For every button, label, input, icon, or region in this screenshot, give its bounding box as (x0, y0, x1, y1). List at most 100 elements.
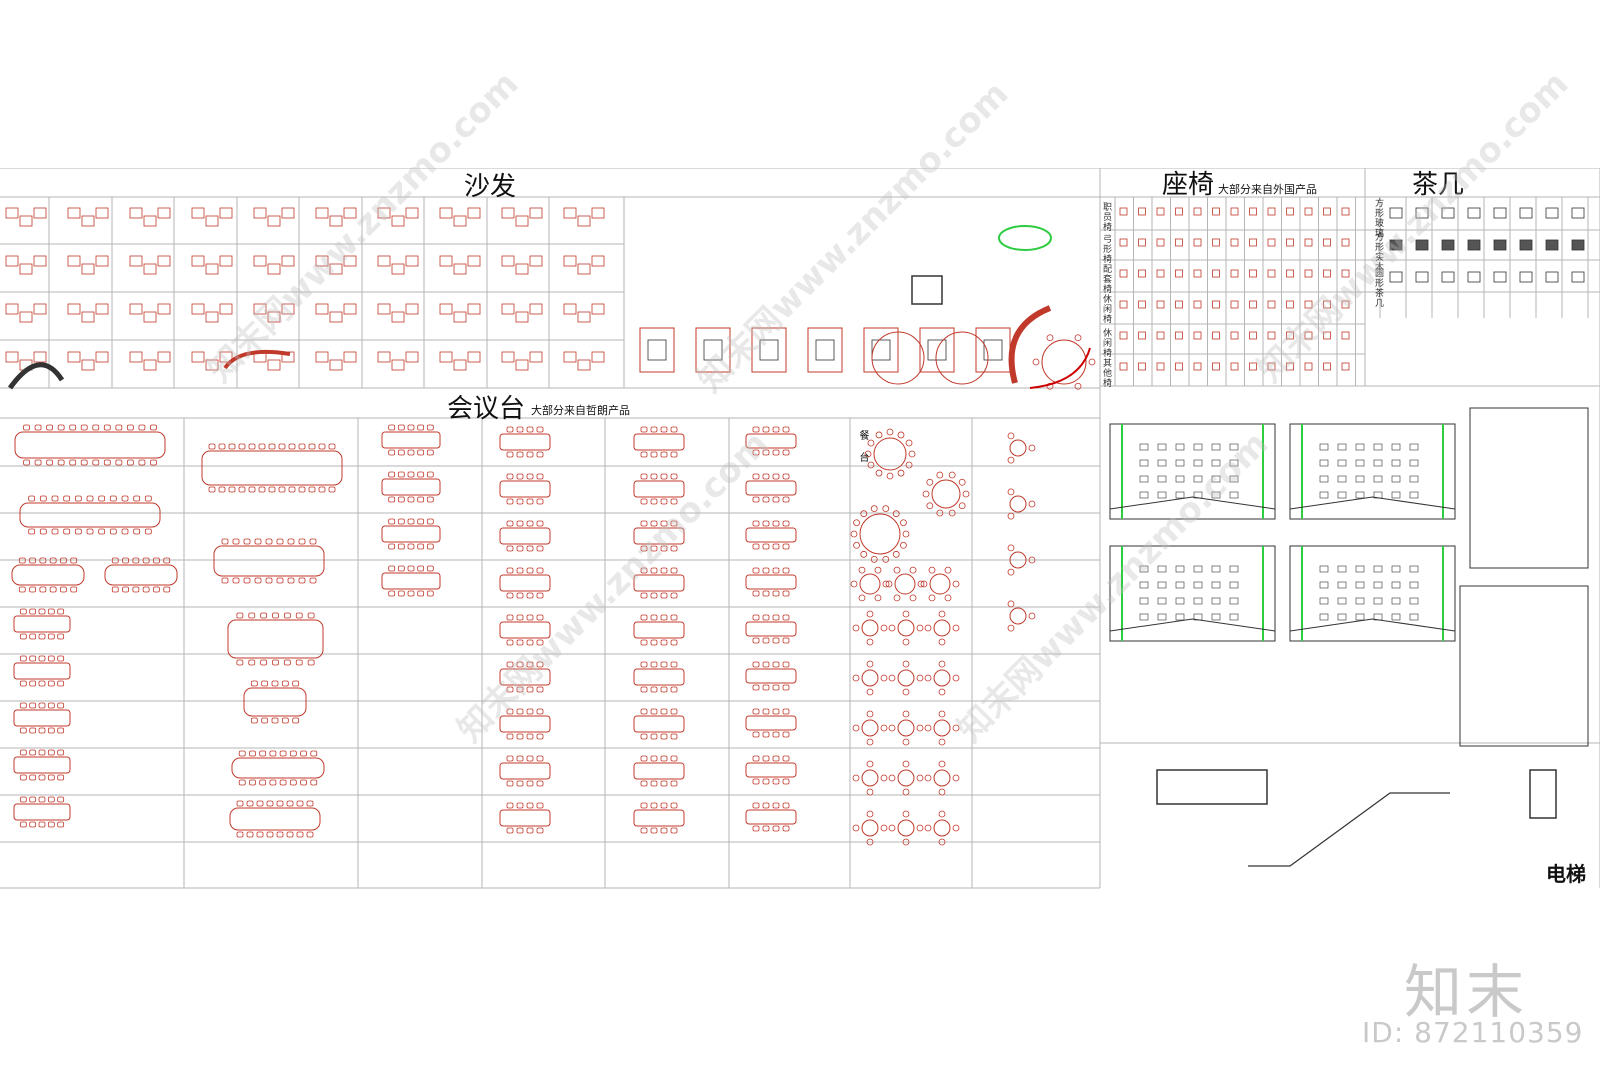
desk (1409, 581, 1419, 589)
chair (650, 592, 658, 599)
desk (1157, 475, 1167, 483)
table-top (499, 621, 551, 639)
chair (536, 733, 544, 740)
chair-icon (1156, 331, 1165, 340)
chair-icon (1212, 331, 1220, 340)
sofa-block (95, 351, 109, 363)
chair (880, 774, 888, 782)
table-top (104, 564, 178, 586)
desk (1409, 613, 1419, 621)
chair (248, 486, 256, 493)
desk (1211, 443, 1221, 451)
table-top (13, 709, 71, 727)
chair (506, 661, 514, 668)
chair (762, 567, 770, 574)
chair (19, 655, 27, 662)
chair-icon (1175, 362, 1183, 371)
chair (250, 680, 258, 687)
desk (1229, 475, 1239, 483)
chair (261, 717, 269, 724)
chair (57, 608, 65, 615)
sofa-block (143, 215, 157, 227)
chair (426, 543, 434, 550)
chair-icon (1193, 331, 1202, 340)
round-table (861, 819, 879, 837)
chair (407, 449, 415, 456)
chair (296, 831, 304, 838)
chair (752, 755, 760, 762)
sofa-block (591, 207, 605, 219)
chair (900, 541, 907, 549)
chair (506, 614, 514, 621)
sofa-block (529, 303, 543, 315)
chair (47, 727, 55, 734)
chair (506, 780, 514, 787)
table-top (633, 527, 685, 545)
chair (506, 520, 514, 527)
floor-plan (1289, 423, 1456, 520)
chair (640, 567, 648, 574)
desk (1175, 491, 1185, 499)
chair (308, 486, 316, 493)
chair (142, 557, 150, 564)
chair-icon (1138, 300, 1146, 309)
chair (46, 424, 54, 431)
chair (936, 509, 944, 517)
chair (526, 614, 534, 621)
chair (144, 528, 152, 535)
desk (1409, 459, 1419, 467)
desk (1373, 581, 1383, 589)
desk (1229, 581, 1239, 589)
chair (19, 796, 27, 803)
chair (536, 451, 544, 458)
chair (417, 424, 425, 431)
chair (238, 779, 246, 786)
chair (782, 543, 790, 550)
chair (298, 538, 306, 545)
table-top (229, 807, 321, 831)
chair-icon (1230, 269, 1239, 278)
desk (1157, 597, 1167, 605)
table-top (381, 431, 441, 449)
sofa-block (191, 303, 205, 315)
table-top (499, 480, 551, 498)
table-top (213, 545, 325, 577)
chair (536, 473, 544, 480)
desk (1139, 475, 1149, 483)
coffee-table (815, 339, 835, 361)
chair (29, 655, 37, 662)
sofa-block (501, 303, 515, 315)
round-table (894, 573, 916, 595)
chair (762, 449, 770, 456)
chair (122, 557, 129, 564)
chair (782, 778, 790, 785)
chair (259, 750, 267, 757)
chair (29, 702, 37, 709)
facade (1109, 618, 1276, 632)
chair-icon (1156, 207, 1165, 216)
desk (1229, 565, 1239, 573)
chair-icon (1286, 331, 1294, 340)
chair (670, 780, 678, 787)
desk (1319, 443, 1329, 451)
sofa-block (281, 207, 295, 219)
chair (300, 750, 307, 757)
chair (660, 708, 668, 715)
chair-icon (1193, 269, 1202, 278)
desk (1139, 443, 1149, 451)
chair (248, 443, 256, 450)
chair (133, 495, 141, 502)
tea-table-icon (1571, 207, 1585, 219)
sofa-block (205, 263, 219, 275)
chair (640, 802, 648, 809)
lounge-layout (975, 327, 1011, 373)
chair (249, 779, 256, 786)
chair (874, 566, 882, 574)
facade (1289, 618, 1456, 632)
chair-icon (1286, 238, 1294, 247)
chair (51, 495, 59, 502)
chair (243, 577, 251, 584)
chair (103, 424, 111, 431)
sofa-block (315, 207, 329, 219)
chair (388, 496, 396, 503)
